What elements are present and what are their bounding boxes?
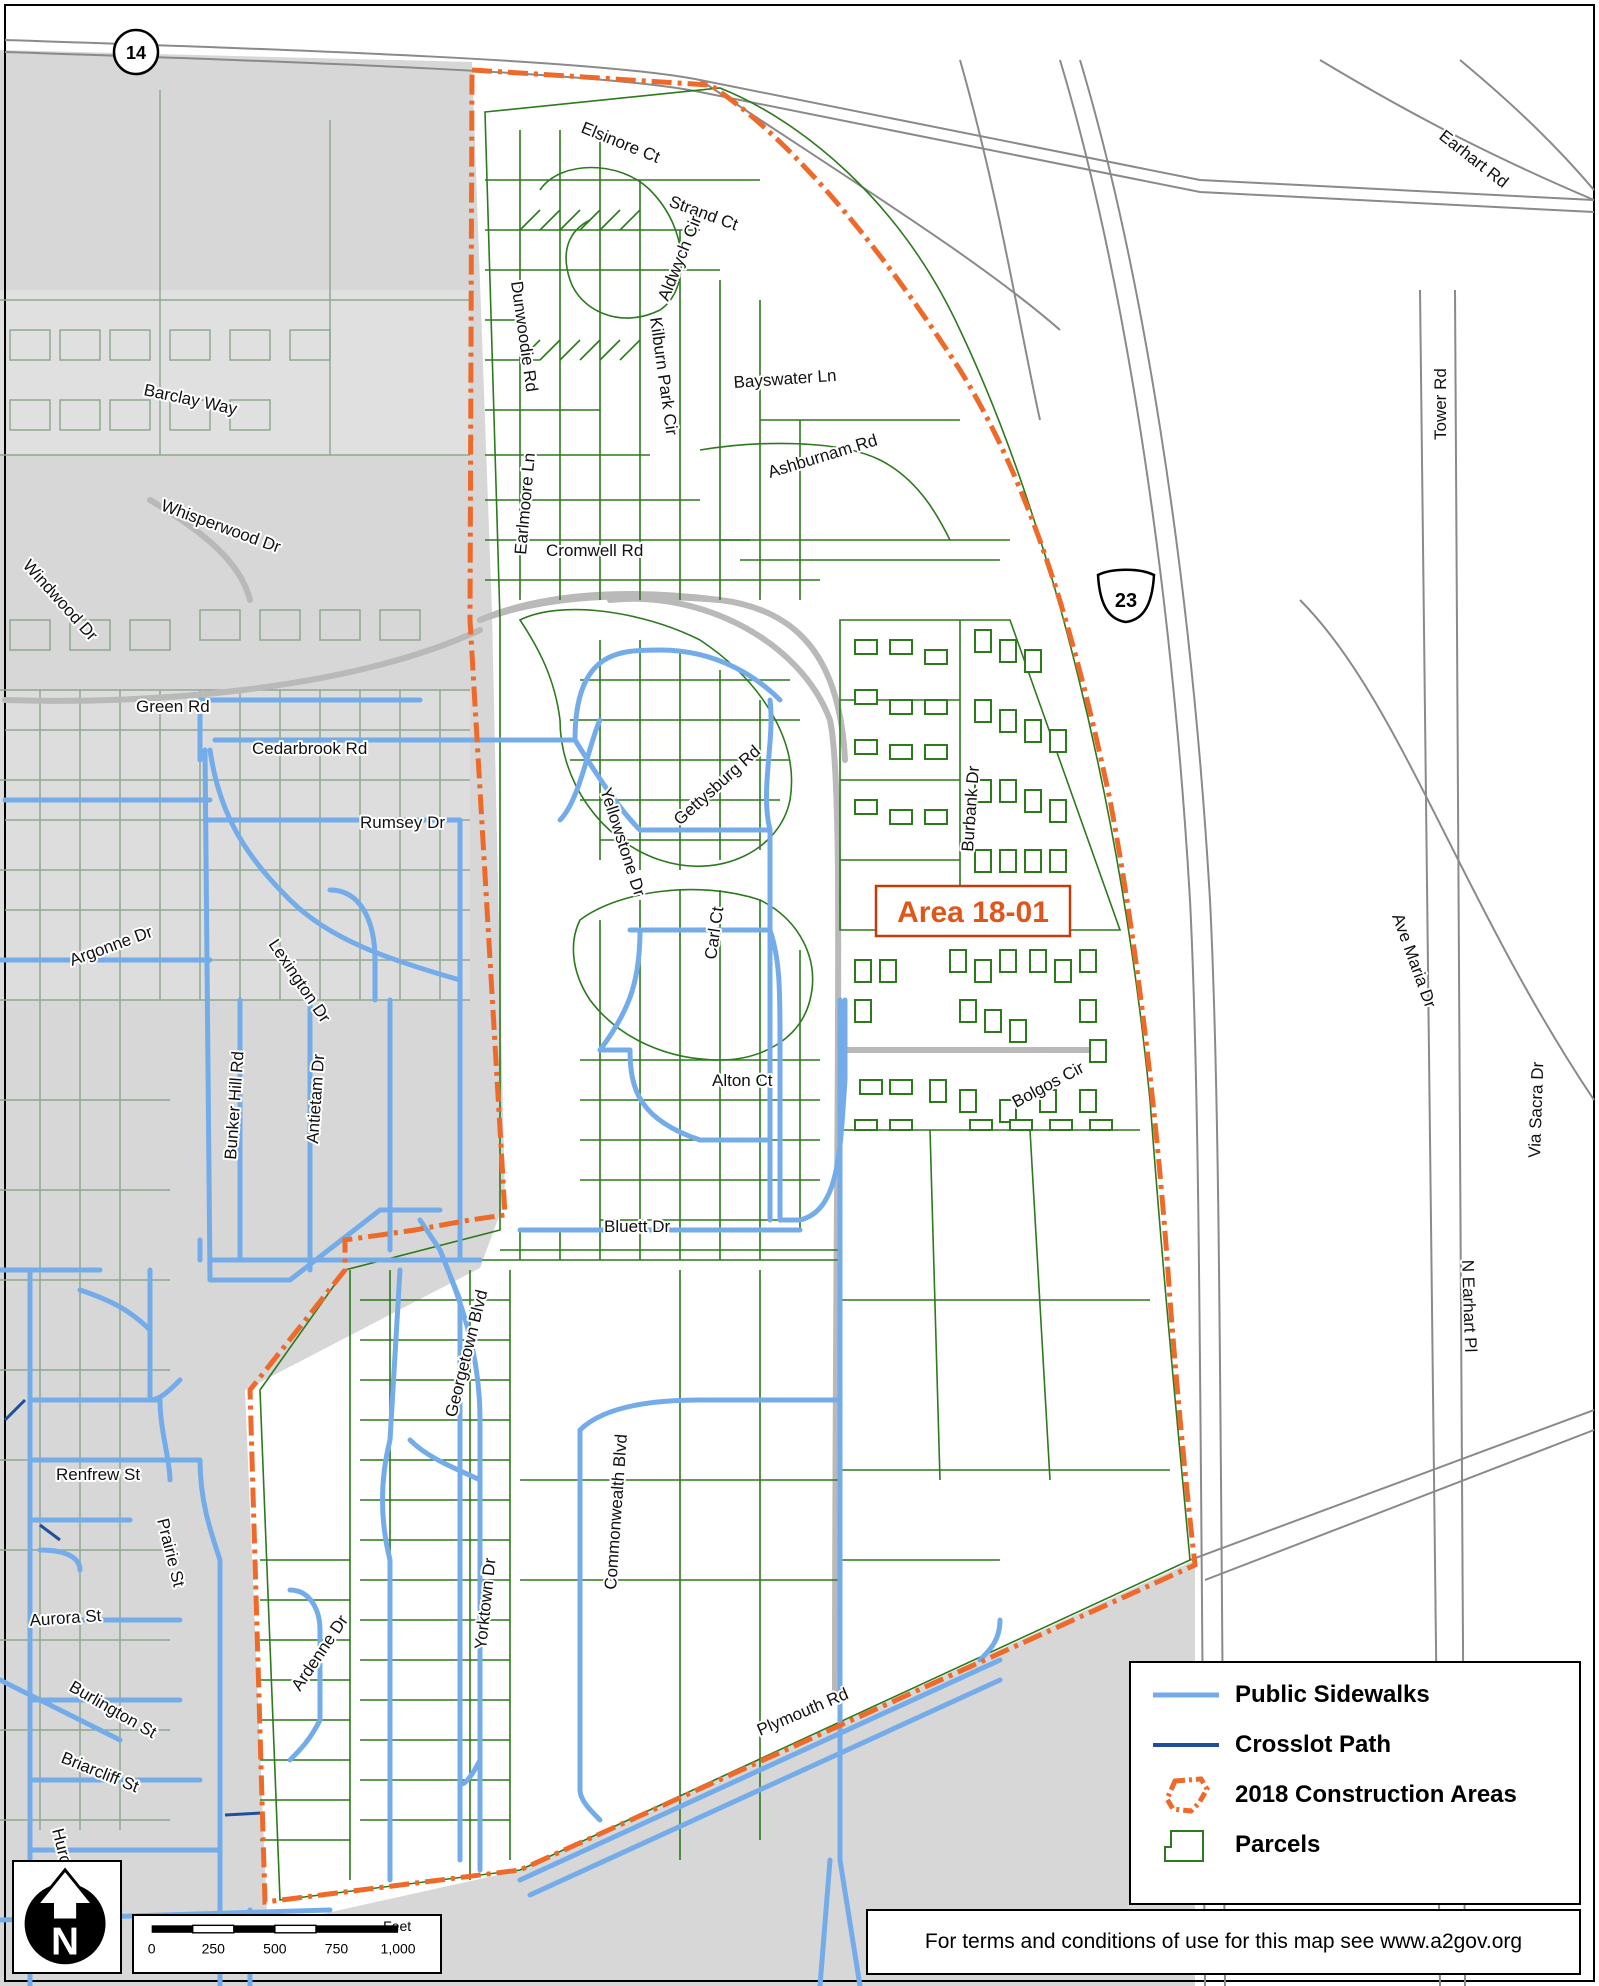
- label-ashburnam-rd: Ashburnam Rd: [766, 431, 880, 482]
- sidewalk-line-icon: [1153, 1692, 1219, 1698]
- label-via-sacra-dr: Via Sacra Dr: [1525, 1061, 1547, 1158]
- crosslot-line-icon: [1153, 1743, 1219, 1747]
- construction-area-icon: [1164, 1776, 1210, 1814]
- label-cromwell-rd: Cromwell Rd: [546, 541, 643, 560]
- scale-bar: Feet 0 250 500 750 1,000: [148, 1918, 416, 1956]
- label-cedarbrook-rd: Cedarbrook Rd: [252, 739, 367, 758]
- map-frame: [4, 4, 1595, 1982]
- label-green-rd: Green Rd: [136, 697, 210, 716]
- north-arrow-box: N: [12, 1860, 122, 1974]
- area-label-box: Area 18-01: [874, 884, 1072, 938]
- crosslot-paths: [3, 1398, 263, 1817]
- state-route-number: 14: [126, 43, 146, 63]
- area-label-text: Area 18-01: [897, 896, 1049, 929]
- label-yellowstone-dr: Yellowstone Dr: [596, 785, 649, 898]
- map-legend: Public Sidewalks Crosslot Path 2018 Cons…: [1129, 1661, 1581, 1905]
- major-roads: [4, 39, 1595, 1986]
- scale-tick-250: 250: [202, 1940, 226, 1956]
- scale-tick-1000: 1,000: [381, 1940, 416, 1956]
- legend-row-construction: 2018 Construction Areas: [1151, 1775, 1517, 1815]
- us-route-shield: 23: [1096, 568, 1156, 624]
- label-dunwoodie-rd: Dunwoodie Rd: [507, 280, 541, 393]
- label-n-earhart-pl: N Earhart Pl: [1458, 1259, 1480, 1352]
- scale-bar-box: Feet 0 250 500 750 1,000: [132, 1914, 442, 1974]
- label-burbank-dr: Burbank Dr: [958, 765, 983, 852]
- legend-row-sidewalks: Public Sidewalks: [1151, 1675, 1430, 1715]
- scale-tick-500: 500: [263, 1940, 287, 1956]
- label-renfrew-st: Renfrew St: [56, 1465, 140, 1484]
- scale-tick-750: 750: [325, 1940, 349, 1956]
- legend-label-parcels: Parcels: [1235, 1831, 1321, 1858]
- area-buildings: [854, 629, 1113, 1131]
- label-bluett-dr: Bluett Dr: [604, 1217, 670, 1236]
- legend-label-construction: 2018 Construction Areas: [1235, 1781, 1517, 1808]
- scale-tick-0: 0: [148, 1940, 156, 1956]
- public-sidewalks: [0, 647, 1003, 1986]
- legend-label-crosslot: Crosslot Path: [1235, 1731, 1392, 1758]
- legend-row-parcels: Parcels: [1151, 1825, 1320, 1865]
- label-strand-ct: Strand Ct: [667, 192, 741, 235]
- label-gettysburg-rd: Gettysburg Rd: [670, 742, 764, 829]
- label-bayswater-ln: Bayswater Ln: [733, 366, 837, 392]
- parcel-polygon-icon: [1164, 1830, 1204, 1862]
- label-alton-ct: Alton Ct: [712, 1071, 773, 1090]
- local-roads-gray: [2, 497, 1097, 1703]
- north-letter: N: [51, 1921, 79, 1964]
- construction-area-boundary: [247, 67, 1198, 1905]
- terms-of-use-box: For terms and conditions of use for this…: [866, 1909, 1581, 1975]
- label-carl-ct: Carl Ct: [701, 905, 727, 960]
- label-elsinore-ct: Elsinore Ct: [579, 118, 663, 167]
- label-ave-maria-dr: Ave Maria Dr: [1388, 911, 1440, 1011]
- gray-background: [0, 50, 1195, 1986]
- legend-label-sidewalks: Public Sidewalks: [1235, 1681, 1430, 1708]
- label-kilburn-park-cir: Kilburn Park Cir: [646, 316, 681, 437]
- label-georgetown-blvd: Georgetown Blvd: [441, 1288, 491, 1419]
- legend-row-crosslot: Crosslot Path: [1151, 1725, 1391, 1765]
- scale-unit: Feet: [383, 1918, 411, 1934]
- label-yorktown-dr: Yorktown Dr: [471, 1557, 500, 1651]
- label-commonwealth-blvd: Commonwealth Blvd: [601, 1433, 631, 1590]
- us-route-number: 23: [1115, 590, 1137, 612]
- label-tower-rd: Tower Rd: [1431, 368, 1450, 440]
- faded-parcels: [0, 90, 470, 1830]
- north-arrow-icon: N: [24, 1867, 106, 1965]
- label-rumsey-dr: Rumsey Dr: [360, 813, 445, 832]
- terms-text: For terms and conditions of use for this…: [924, 1930, 1523, 1953]
- state-route-shield: 14: [112, 28, 160, 76]
